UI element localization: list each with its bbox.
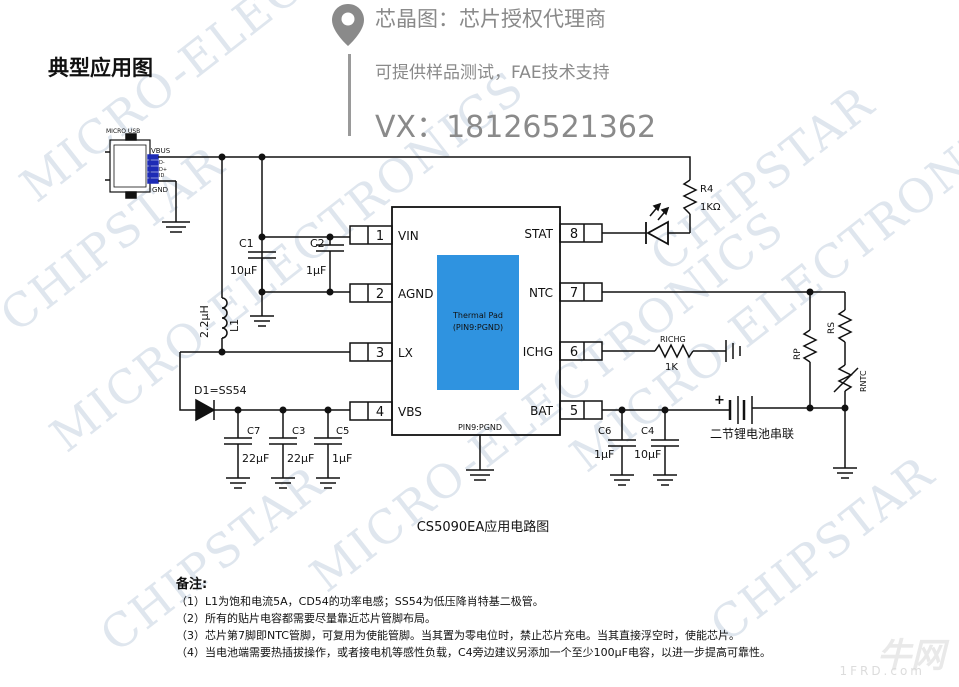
page-title: 典型应用图 <box>48 56 153 80</box>
pin-5-number: 5 <box>570 404 578 419</box>
usb-gnd-label: GND <box>152 186 168 194</box>
pin-4-number: 4 <box>376 405 384 420</box>
usb-dplus-label: D+ <box>159 167 167 173</box>
l1-value: 2.2μH <box>198 305 211 338</box>
c3-value: 22μF <box>287 452 314 465</box>
map-pin-icon <box>332 4 364 46</box>
c7-value: 22μF <box>242 452 269 465</box>
note-item: （1）L1为饱和电流5A，CD54的功率电感；SS54为低压降肖特基二极管。 <box>176 595 544 608</box>
pin-8-name: STAT <box>524 227 553 241</box>
c2-value: 1μF <box>306 264 326 277</box>
c4-value: 10μF <box>634 448 661 461</box>
thermal-pad <box>437 255 519 390</box>
header-line-3: VX：18126521362 <box>375 110 657 145</box>
pin-3-name: LX <box>398 346 413 360</box>
richg-label: RICHG <box>660 335 686 344</box>
pin-5-name: BAT <box>530 404 554 418</box>
pin-7-number: 7 <box>570 286 578 301</box>
r4-value: 1KΩ <box>700 202 721 213</box>
c1-label: C1 <box>239 237 254 250</box>
corner-logo-sub: 1FRD.com <box>839 664 925 678</box>
richg-value: 1K <box>665 362 678 373</box>
thermal-pad-label: Thermal Pad <box>452 311 503 320</box>
rs-label: RS <box>827 322 837 334</box>
c7-label: C7 <box>247 426 260 437</box>
battery-plus: + <box>714 393 725 408</box>
notes: 备注: （1）L1为饱和电流5A，CD54的功率电感；SS54为低压降肖特基二极… <box>176 576 771 661</box>
c5-label: C5 <box>336 426 349 437</box>
pin9-label: PIN9:PGND <box>458 423 502 432</box>
header-line-1: 芯晶图：芯片授权代理商 <box>375 7 606 31</box>
r4-label: R4 <box>700 184 713 195</box>
usb-id-label: ID <box>159 173 164 179</box>
pin-6-name: ICHG <box>523 345 553 359</box>
pin-6-number: 6 <box>570 345 578 360</box>
corner-logo: 牛网 <box>877 636 945 676</box>
diagram-caption: CS5090EA应用电路图 <box>417 519 550 535</box>
pin-3-number: 3 <box>376 346 384 361</box>
c6-label: C6 <box>598 426 611 437</box>
c5-value: 1μF <box>332 452 352 465</box>
c2-label: C2 <box>310 237 325 250</box>
pin-2-number: 2 <box>376 287 384 302</box>
note-item: （4）当电池端需要热插拔操作，或者接电机等感性负载，C4旁边建议另添加一个至少1… <box>176 646 771 659</box>
header-divider <box>348 54 351 136</box>
rp-label: RP <box>793 348 803 360</box>
pin-2-name: AGND <box>398 287 434 301</box>
rntc-label: RNTC <box>859 370 868 392</box>
usb-vbus-label: VBUS <box>151 147 171 155</box>
usb-connector <box>105 133 159 199</box>
notes-heading: 备注: <box>176 577 208 592</box>
usb-dminus-label: D- <box>159 160 165 166</box>
pin-4-name: VBS <box>398 405 422 419</box>
d1-label: D1=SS54 <box>194 384 247 397</box>
usb-name: MICRO USB <box>106 128 140 135</box>
thermal-pad-sublabel: (PIN9:PGND) <box>453 323 503 332</box>
pin-8-number: 8 <box>570 227 578 242</box>
note-item: （2）所有的贴片电容都需要尽量靠近芯片管脚布局。 <box>176 612 436 625</box>
note-item: （3）芯片第7脚即NTC管脚，可复用为使能管脚。当其置为零电位时，禁止芯片充电。… <box>176 629 740 642</box>
pin-1-name: VIN <box>398 229 419 243</box>
pin-7-name: NTC <box>529 286 553 300</box>
c4-label: C4 <box>641 426 654 437</box>
battery-label: 二节锂电池串联 <box>710 426 794 441</box>
c6-value: 1μF <box>594 448 614 461</box>
c1-value: 10μF <box>230 264 257 277</box>
header-line-2: 可提供样品测试，FAE技术支持 <box>375 63 610 83</box>
pin-1-number: 1 <box>376 229 384 244</box>
l1-label: L1 <box>228 319 241 332</box>
c3-label: C3 <box>292 426 305 437</box>
junction-dots <box>218 153 849 414</box>
